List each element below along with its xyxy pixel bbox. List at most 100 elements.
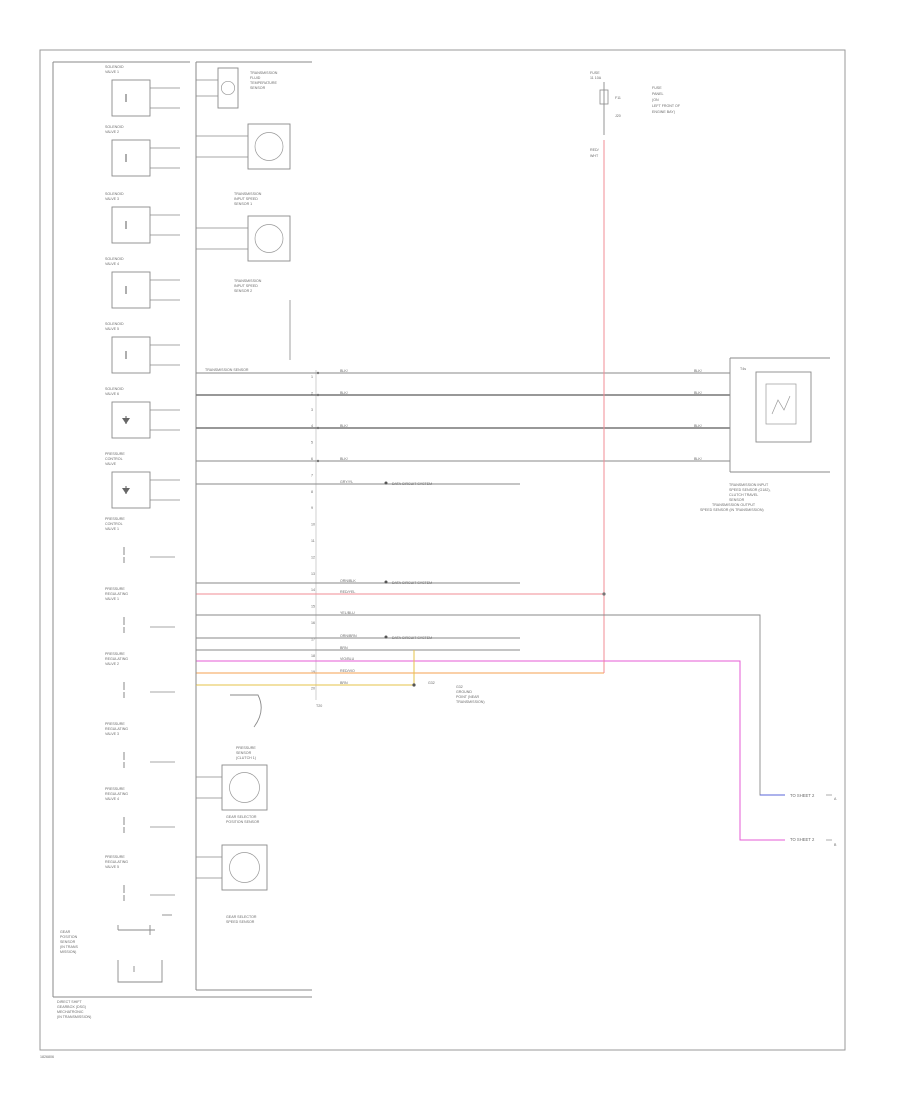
sensor-label: INPUT SPEED: [234, 284, 258, 288]
solenoid-label: VALVE 3: [105, 732, 119, 736]
output-ref-2[interactable]: TO SHEET 2: [790, 837, 815, 842]
svg-text:G32: G32: [456, 685, 463, 689]
diode-icon: [122, 418, 130, 424]
wire-label: BLK/: [340, 391, 348, 395]
sensor-label: INPUT SPEED: [234, 197, 258, 201]
brn-wire: [520, 614, 785, 796]
solenoid-label: SOLENOID: [105, 257, 124, 261]
wire-1: BLK/BLK/: [196, 369, 730, 375]
wire-8: YEL/BLU: [196, 611, 760, 616]
solenoid-label: PRESSURE: [105, 587, 125, 591]
diagram-border: [39, 49, 846, 1051]
solenoid-box: [111, 336, 151, 374]
svg-text:T4s: T4s: [740, 367, 746, 371]
sensor-label: TRANSMISSION: [234, 279, 262, 283]
solenoid-box: [111, 471, 151, 509]
solenoid-label: PRESSURE: [105, 722, 125, 726]
solenoid-label: VALVE 3: [105, 197, 119, 201]
wire-label: BRN: [340, 681, 348, 685]
svg-text:DIRECT SHIFT: DIRECT SHIFT: [57, 1000, 82, 1004]
sensor-label: POSITION SENSOR: [226, 820, 260, 824]
svg-text:POSITION: POSITION: [60, 935, 78, 939]
sensor-label: TRANSMISSION: [234, 192, 262, 196]
wire-10: BRN: [196, 646, 520, 651]
solenoid-box: [111, 139, 151, 177]
connector-pin: 18: [311, 654, 315, 658]
connector-pin: 9: [311, 506, 313, 510]
sensor-label: TEMPERATURE: [250, 81, 277, 85]
sensor-label: TRANSMISSION: [250, 71, 278, 75]
connector-pin: 1: [311, 375, 313, 379]
output-ref-1[interactable]: TO SHEET 2: [790, 793, 815, 798]
solenoid-label: VALVE: [105, 462, 117, 466]
svg-text:11 10A: 11 10A: [590, 76, 602, 80]
sensor-label: SENSOR: [250, 86, 266, 90]
svg-text:RED/: RED/: [590, 148, 599, 152]
wire-label: BLK/: [340, 369, 348, 373]
svg-text:A: A: [834, 797, 837, 801]
sensor-box: [247, 123, 291, 170]
wire-label: RED/VIO: [340, 669, 355, 673]
sensor-box: [217, 67, 239, 109]
svg-text:F11: F11: [615, 96, 621, 100]
svg-text:WHT: WHT: [590, 154, 599, 158]
connector-pin: 6: [311, 457, 313, 461]
solenoid-box: [111, 79, 151, 117]
solenoid-label: REGULATING: [105, 860, 128, 864]
solenoid-label: CONTROL: [105, 522, 123, 526]
svg-text:(IN TRANS: (IN TRANS: [60, 945, 79, 949]
connector-pin: 16: [311, 621, 315, 625]
sensor-label: SENSOR 1: [234, 202, 252, 206]
solenoid-label: SOLENOID: [105, 192, 124, 196]
svg-text:GROUND: GROUND: [456, 690, 472, 694]
connector-pin: 19: [311, 670, 315, 674]
sensor-element: [229, 852, 260, 883]
svg-text:SPEED SENSOR (IN TRANSMISSION): SPEED SENSOR (IN TRANSMISSION): [700, 508, 764, 512]
svg-text:G32: G32: [428, 681, 435, 685]
wire-end-label: BLK/: [694, 369, 702, 373]
solenoid-label: CONTROL: [105, 457, 123, 461]
wire-label: YEL/BLU: [340, 611, 355, 615]
solenoid-label: VALVE 5: [105, 865, 119, 869]
svg-text:GEARBOX (DSG): GEARBOX (DSG): [57, 1005, 86, 1009]
sensor-label: PRESSURE: [236, 746, 256, 750]
wire-label: VIO/BLU: [340, 657, 355, 661]
solenoid-label: VALVE 1: [105, 70, 119, 74]
solenoid-box: [111, 206, 151, 244]
connector-pin: 2: [311, 391, 313, 395]
footer-code: 1826806: [40, 1055, 54, 1059]
diode-icon: [122, 488, 130, 494]
svg-text:MISSION): MISSION): [60, 950, 76, 954]
pink-wire: [604, 660, 785, 841]
sensor-label: (CLUTCH 1): [236, 756, 256, 760]
connector-pin: 3: [311, 408, 313, 412]
ground-point: G32 G32 GROUND POINT (NEAR TRANSMISSION): [428, 681, 485, 704]
wire-label: GRY/YL: [340, 480, 353, 484]
connector-bottom-label: T20: [316, 704, 322, 708]
wire-2: BLK/BLK/: [196, 391, 730, 397]
solenoid-label: REGULATING: [105, 657, 128, 661]
sensor-label: GEAR SELECTOR: [226, 915, 257, 919]
wire-end-label: BLK/: [694, 424, 702, 428]
wire-end-label: BLK/: [694, 457, 702, 461]
svg-text:LEFT FRONT OF: LEFT FRONT OF: [652, 104, 681, 108]
solenoid-label: REGULATING: [105, 727, 128, 731]
connector-pin: 14: [311, 588, 315, 592]
svg-text:MECHATRONIC: MECHATRONIC: [57, 1010, 84, 1014]
sensor-label: SPEED SENSOR: [226, 920, 255, 924]
harness-label: TRANSMISSION SENSOR: [205, 368, 249, 372]
sensor-label: SENSOR: [236, 751, 252, 755]
